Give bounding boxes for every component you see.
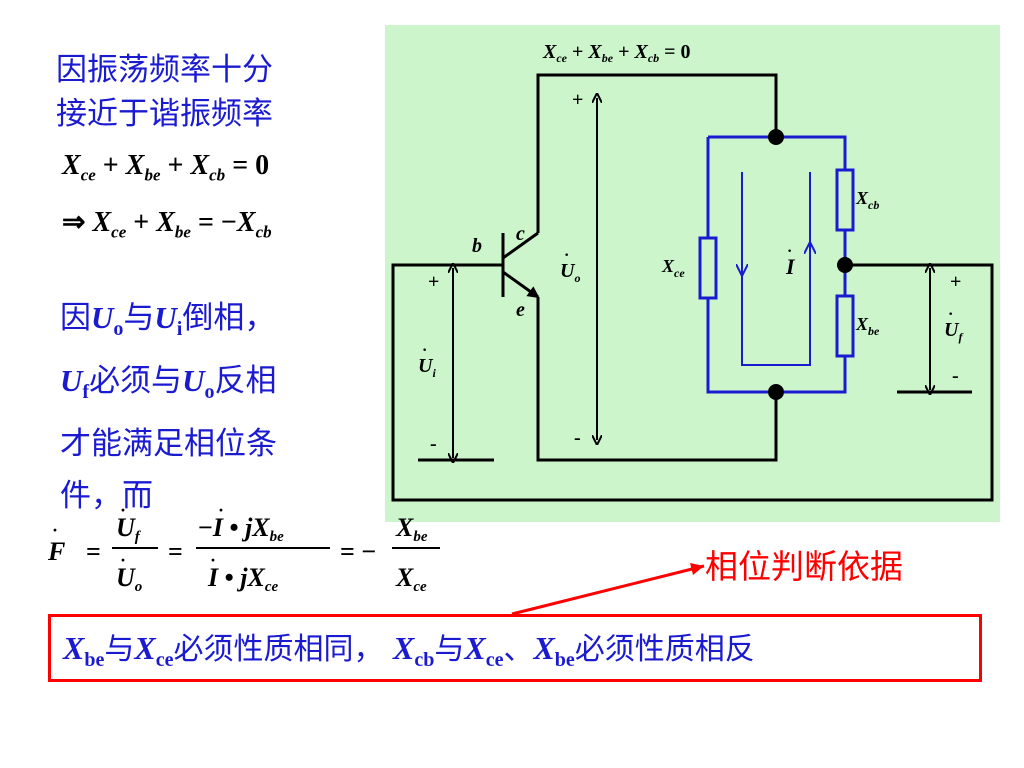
uo-plus: + [572, 89, 583, 111]
red-pointer-line [511, 564, 705, 616]
label-ui: Ui [418, 355, 436, 380]
label-uf: Uf [944, 319, 963, 344]
feedback-formula: F · = Uf · Uo · = −I • jXbe · I • jXce ·… [47, 500, 440, 595]
label-b: b [472, 235, 482, 257]
condition-line-1: 因Uo与Ui倒相， [60, 300, 276, 341]
svg-text:Xce: Xce [395, 563, 427, 595]
svg-text:F: F [47, 537, 65, 566]
intro-text: 因振荡频率十分 接近于谐振频率 [56, 48, 273, 136]
equation-1: Xce + Xbe + Xcb = 0 [62, 150, 270, 185]
label-xcb: Xcb [855, 188, 879, 212]
svg-text:·: · [120, 500, 126, 520]
label-e: e [516, 299, 525, 321]
conclusion-box: Xbe与Xce必须性质相同， Xcb与Xce、Xbe必须性质相反 [48, 614, 982, 682]
ui-minus: - [430, 433, 437, 455]
svg-text:Xbe: Xbe [395, 513, 428, 545]
intro-line-1: 因振荡频率十分 [56, 52, 273, 88]
uo-minus: - [574, 427, 581, 449]
svg-text:·: · [210, 550, 216, 570]
emitter-arrow [502, 270, 540, 299]
uf-minus: - [952, 365, 959, 387]
svg-text:·: · [120, 550, 126, 570]
red-pointer-head [690, 563, 704, 575]
svg-text:I • jXce: I • jXce [207, 563, 278, 595]
label-c: c [516, 223, 525, 245]
uf-dot: · [948, 306, 953, 323]
uf-plus: + [950, 271, 961, 293]
black-wires [391, 73, 994, 502]
label-current: I [785, 254, 796, 279]
equation-2: ⇒ Xce + Xbe = −Xcb [62, 207, 272, 242]
ui-plus: + [428, 271, 439, 293]
basis-label: 相位判断依据 [705, 547, 903, 586]
svg-text:·: · [52, 520, 58, 540]
node-bottom [768, 384, 784, 400]
circuit-panel [385, 25, 1000, 522]
svg-text:= −: = − [340, 537, 376, 566]
svg-text:=: = [168, 537, 183, 566]
circuit-top-equation: Xce + Xbe + Xcb = 0 [542, 41, 691, 65]
node-top [768, 129, 784, 145]
intro-line-2: 接近于谐振频率 [56, 96, 273, 132]
current-dot: · [787, 243, 792, 260]
svg-text:·: · [218, 500, 224, 520]
uo-dot: · [564, 247, 569, 264]
current-loop-arrow [742, 172, 810, 366]
node-right [837, 257, 853, 273]
condition-line-4: 件，而 [60, 478, 153, 515]
svg-text:−I • jXbe: −I • jXbe [198, 513, 284, 545]
resonant-loop [698, 135, 855, 394]
label-xbe: Xbe [855, 314, 880, 338]
svg-text:=: = [86, 537, 101, 566]
label-xce: Xce [661, 256, 685, 280]
condition-line-2: Uf必须与Uo反相 [60, 363, 277, 404]
condition-text: 因Uo与Ui倒相， Uf必须与Uo反相 才能满足相位条 件，而 [60, 292, 277, 522]
ui-dot: · [422, 342, 427, 359]
condition-line-3: 才能满足相位条 [60, 426, 277, 463]
